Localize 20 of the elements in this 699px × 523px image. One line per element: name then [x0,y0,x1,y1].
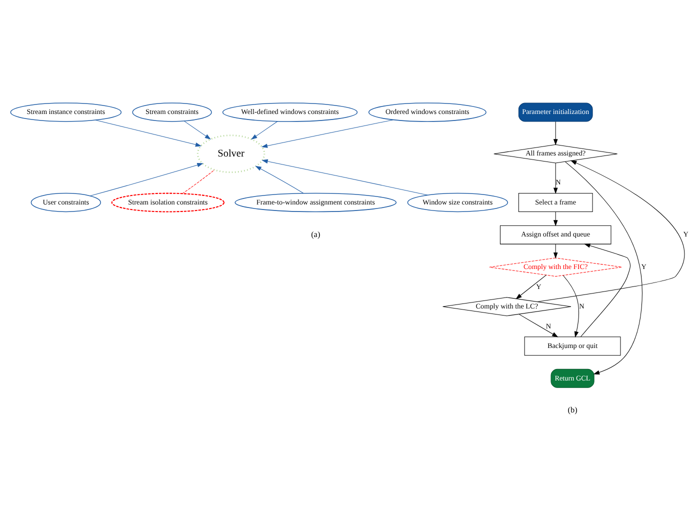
arrow [90,163,204,196]
label: (b) [568,406,578,415]
arrow [562,275,579,338]
arrow [553,244,558,259]
arrow [261,120,394,148]
arrow [95,120,202,147]
arrow [553,121,558,146]
label: (a) [311,230,320,239]
arrow [564,161,642,374]
arrow [255,166,304,194]
arrow [184,120,211,140]
arrow [518,314,558,338]
connector [182,170,215,194]
arrow [262,159,428,196]
arrow [250,121,278,140]
arrow [580,244,631,338]
arrow [553,162,558,194]
arrow [553,212,558,226]
arrow [537,160,685,302]
arrow [516,274,546,300]
